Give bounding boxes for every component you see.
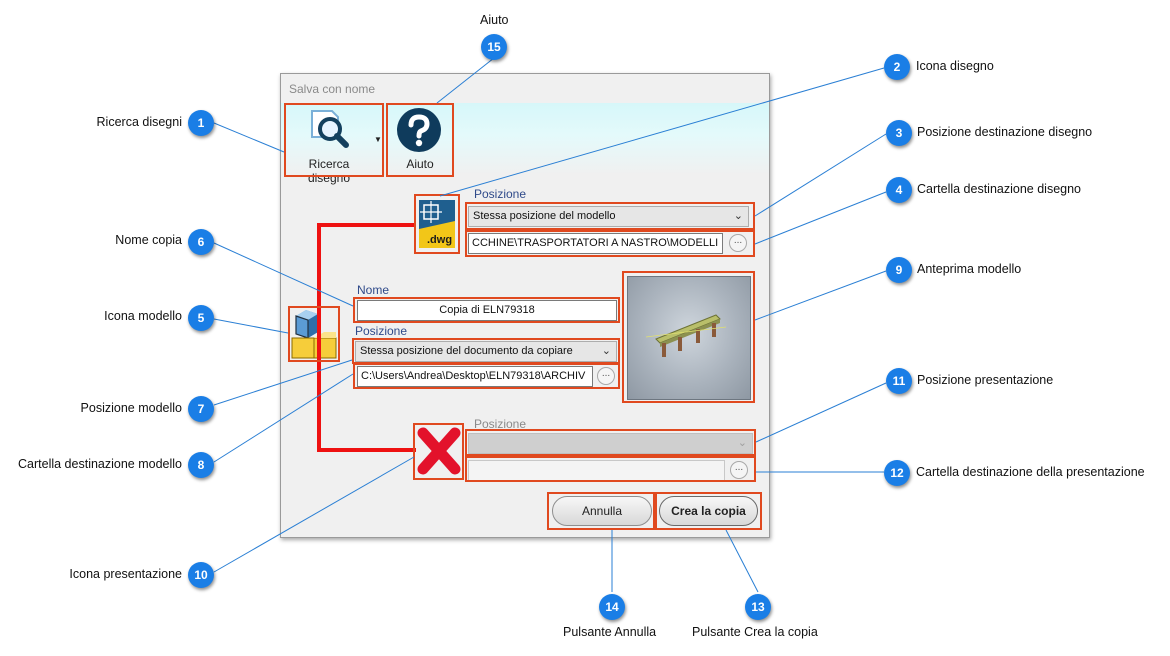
callout-badge-10: 10 <box>188 562 214 588</box>
callout-label-4: Cartella destinazione disegno <box>917 182 1081 196</box>
callout-label-13: Pulsante Crea la copia <box>692 625 818 639</box>
chevron-down-icon: ⌄ <box>601 345 611 357</box>
callout-badge-6: 6 <box>188 229 214 255</box>
callout-label-14: Pulsante Annulla <box>563 625 657 639</box>
drawing-location-label: Posizione <box>474 187 527 201</box>
presentation-cancel-icon <box>417 427 461 475</box>
dwg-icon-highlight <box>414 194 460 254</box>
presentation-location-highlight <box>465 429 756 456</box>
callout-badge-3: 3 <box>886 120 912 146</box>
create-highlight <box>655 492 762 530</box>
search-drawing-button[interactable]: Ricerca disegno ▼ <box>286 105 382 185</box>
model-location-highlight <box>352 338 620 364</box>
presentation-location-select[interactable]: ⌄ <box>468 433 753 454</box>
callout-label-1: Ricerca disegni <box>96 115 182 129</box>
preview-highlight <box>622 271 755 403</box>
dialog-title: Salva con nome <box>289 82 376 96</box>
callout-label-2: Icona disegno <box>916 59 994 73</box>
callout-badge-9: 9 <box>886 257 912 283</box>
help-icon <box>397 108 441 152</box>
model-name-highlight <box>353 297 620 323</box>
model-browse-button[interactable]: ... <box>597 367 615 385</box>
presentation-folder-highlight <box>465 456 756 482</box>
help-highlight <box>386 103 454 177</box>
model-folder-value: C:\Users\Andrea\Desktop\ELN79318\ARCHIV <box>361 370 586 382</box>
callout-label-12: Cartella destinazione della presentazion… <box>916 465 1145 479</box>
callout-label-15: Aiuto <box>480 13 509 27</box>
drawing-folder-value: CCHINE\TRASPORTATORI A NASTRO\MODELLI <box>472 237 719 249</box>
callout-badge-1: 1 <box>188 110 214 136</box>
drawing-browse-button[interactable]: ... <box>729 234 747 252</box>
callout-label-8: Cartella destinazione modello <box>18 457 182 471</box>
search-drawing-label: Ricerca disegno <box>307 157 351 185</box>
create-copy-button[interactable]: Crea la copia <box>659 496 758 526</box>
callout-label-3: Posizione destinazione disegno <box>917 125 1093 139</box>
callout-badge-5: 5 <box>188 305 214 331</box>
search-drawing-highlight <box>284 103 384 177</box>
drawing-location-highlight <box>465 202 755 230</box>
presentation-icon-highlight <box>413 423 464 480</box>
presentation-browse-button[interactable]: ... <box>730 461 748 479</box>
chevron-down-icon: ⌄ <box>737 437 747 449</box>
help-button[interactable]: Aiuto <box>386 105 454 175</box>
presentation-location-label: Posizione <box>474 417 527 431</box>
drawing-folder-highlight <box>465 230 755 257</box>
model-name-label: Nome <box>357 283 390 297</box>
help-label: Aiuto <box>406 157 434 171</box>
dwg-icon <box>419 200 455 248</box>
model-preview <box>627 276 751 400</box>
conveyor-preview-image <box>645 314 727 357</box>
model-folder-field[interactable]: C:\Users\Andrea\Desktop\ELN79318\ARCHIV <box>357 366 593 387</box>
dropdown-arrow-icon[interactable]: ▼ <box>374 135 382 144</box>
callout-badge-8: 8 <box>188 452 214 478</box>
dwg-extension-label: .dwg <box>427 234 453 246</box>
cancel-button[interactable]: Annulla <box>552 496 652 526</box>
chevron-down-icon: ⌄ <box>733 210 743 222</box>
callout-badge-13: 13 <box>745 594 771 620</box>
callout-label-5: Icona modello <box>104 309 182 323</box>
callout-label-10: Icona presentazione <box>69 567 182 581</box>
model-location-label: Posizione <box>355 324 408 338</box>
callout-label-7: Posizione modello <box>80 401 182 415</box>
callout-badge-11: 11 <box>886 368 912 394</box>
callout-label-6: Nome copia <box>115 233 182 247</box>
callout-badge-2: 2 <box>884 54 910 80</box>
callout-badge-7: 7 <box>188 396 214 422</box>
callout-badge-12: 12 <box>884 460 910 486</box>
drawing-location-value: Stessa posizione del modello <box>473 210 616 222</box>
callout-label-9: Anteprima modello <box>917 262 1022 276</box>
drawing-location-select[interactable]: Stessa posizione del modello ⌄ <box>468 206 749 227</box>
drawing-folder-field[interactable]: CCHINE\TRASPORTATORI A NASTRO\MODELLI <box>468 233 723 254</box>
model-name-field[interactable]: Copia di ELN79318 <box>357 300 617 321</box>
model-icon-highlight <box>288 306 340 362</box>
callout-badge-14: 14 <box>599 594 625 620</box>
callout-label-11: Posizione presentazione <box>917 373 1054 387</box>
drawing-search-icon <box>311 110 349 148</box>
callout-badge-4: 4 <box>886 177 912 203</box>
model-folder-highlight <box>353 363 620 389</box>
callout-badge-15: 15 <box>481 34 507 60</box>
model-name-value: Copia di ELN79318 <box>439 304 535 316</box>
cancel-highlight <box>547 492 655 530</box>
